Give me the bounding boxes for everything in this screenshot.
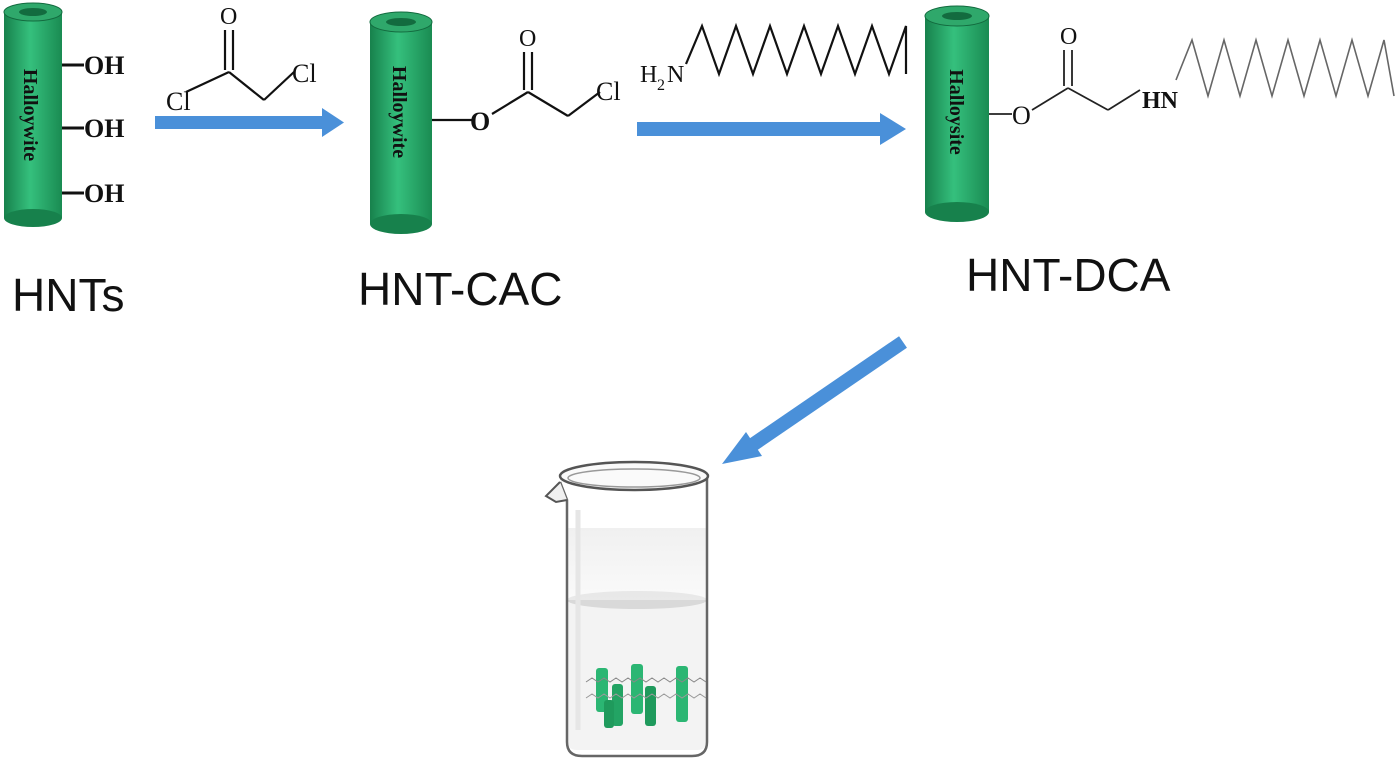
amine-h: H [640, 62, 657, 88]
dodecyl-chain-reagent [684, 22, 908, 78]
hydroxyl-groups: OH OH OH [62, 51, 124, 208]
hnt-cac-chlorine: Cl [596, 77, 621, 106]
hydroxyl-label-2: OH [84, 114, 124, 143]
stage-label-hnt-dca: HNT-DCA [966, 249, 1171, 301]
amine-n: N [667, 62, 684, 88]
amine-subscript: 2 [657, 77, 665, 94]
reaction-arrow-1 [155, 108, 344, 137]
hnts-tube: Halloywite [3, 2, 63, 227]
hnt-cac-carbonyl-oxygen: O [519, 26, 536, 52]
reaction-arrow-3 [722, 336, 907, 464]
cac-chlorine-left: Cl [166, 87, 191, 116]
hnt-cac-ester-structure [432, 52, 601, 122]
reaction-arrow-2 [637, 113, 906, 145]
hnt-dca-tube: Halloysite [924, 5, 990, 222]
dodecyl-chain-grafted [1175, 37, 1395, 99]
hnt-dca-tube-text: Halloysite [945, 69, 967, 155]
hnt-cac-tube: Halloywite [369, 11, 433, 234]
cac-oxygen: O [220, 4, 237, 30]
beaker-dispersion [544, 460, 710, 758]
hnt-dca-amide-structure [989, 50, 1141, 115]
hnt-cac-oxygen-link: O [470, 107, 490, 136]
hydroxyl-label-1: OH [84, 51, 124, 80]
hydroxyl-label-3: OH [84, 179, 124, 208]
hnts-tube-text: Halloywite [19, 69, 41, 161]
stage-label-hnts: HNTs [12, 269, 125, 321]
hnt-dca-oxygen-link: O [1012, 101, 1031, 130]
hnt-dca-nh: HN [1142, 88, 1179, 114]
hnt-dca-carbonyl-oxygen: O [1060, 24, 1077, 50]
dispersed-nanotubes [585, 664, 707, 728]
cac-chlorine-right: Cl [292, 59, 317, 88]
stage-label-hnt-cac: HNT-CAC [358, 263, 563, 315]
chloroacetyl-chloride-structure [185, 30, 295, 101]
hnt-cac-tube-text: Halloywite [388, 66, 410, 158]
